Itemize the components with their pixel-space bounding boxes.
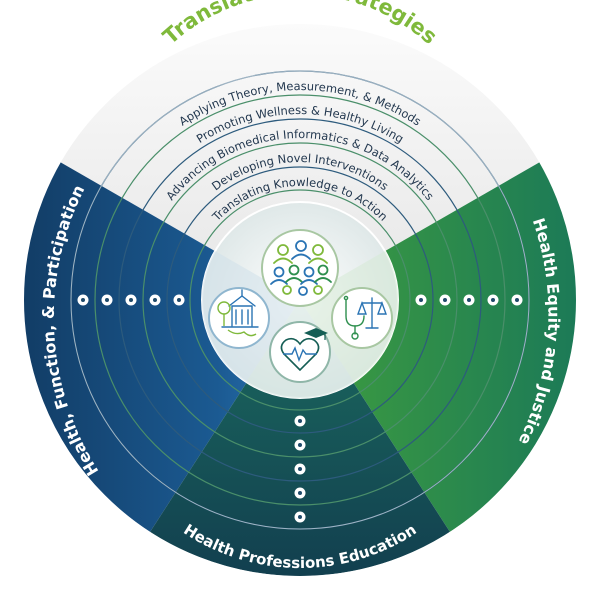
ring-highlights [70, 70, 530, 530]
dot-center-bottom-1 [298, 515, 302, 519]
dot-center-left-3 [129, 298, 133, 302]
sector-left-health-function [23, 162, 300, 532]
wheel-outline [22, 22, 578, 578]
ring-marker-dots [77, 294, 523, 523]
dot-center-left-2 [105, 298, 109, 302]
ring-4 [142, 142, 458, 458]
dot-center-right-1 [515, 298, 519, 302]
wheel-sectors [23, 23, 577, 577]
dot-center-right-2 [491, 298, 495, 302]
ring-6 [189, 189, 411, 411]
campus-tree-icon [208, 287, 270, 349]
dot-center-right-4 [443, 298, 447, 302]
ring-3 [118, 118, 482, 482]
dot-center-right-5 [419, 298, 423, 302]
dot-center-left-5 [177, 298, 181, 302]
people-group-icon [261, 229, 339, 307]
dot-center-left-1 [81, 298, 85, 302]
dot-center-right-3 [467, 298, 471, 302]
dot-center-bottom-4 [298, 443, 302, 447]
ring-5 [166, 166, 434, 434]
sector-top-strategies [60, 23, 540, 301]
sector-bottom-education [150, 300, 450, 577]
ring-2 [94, 94, 506, 506]
dot-center-left-4 [153, 298, 157, 302]
scale-stethoscope-icon [331, 287, 393, 349]
dot-center-bottom-3 [298, 467, 302, 471]
center-hub [201, 201, 399, 399]
dot-center-bottom-5 [298, 419, 302, 423]
dot-center-bottom-2 [298, 491, 302, 495]
sector-right-health-equity [300, 162, 577, 532]
heart-graduation-icon [269, 321, 331, 383]
